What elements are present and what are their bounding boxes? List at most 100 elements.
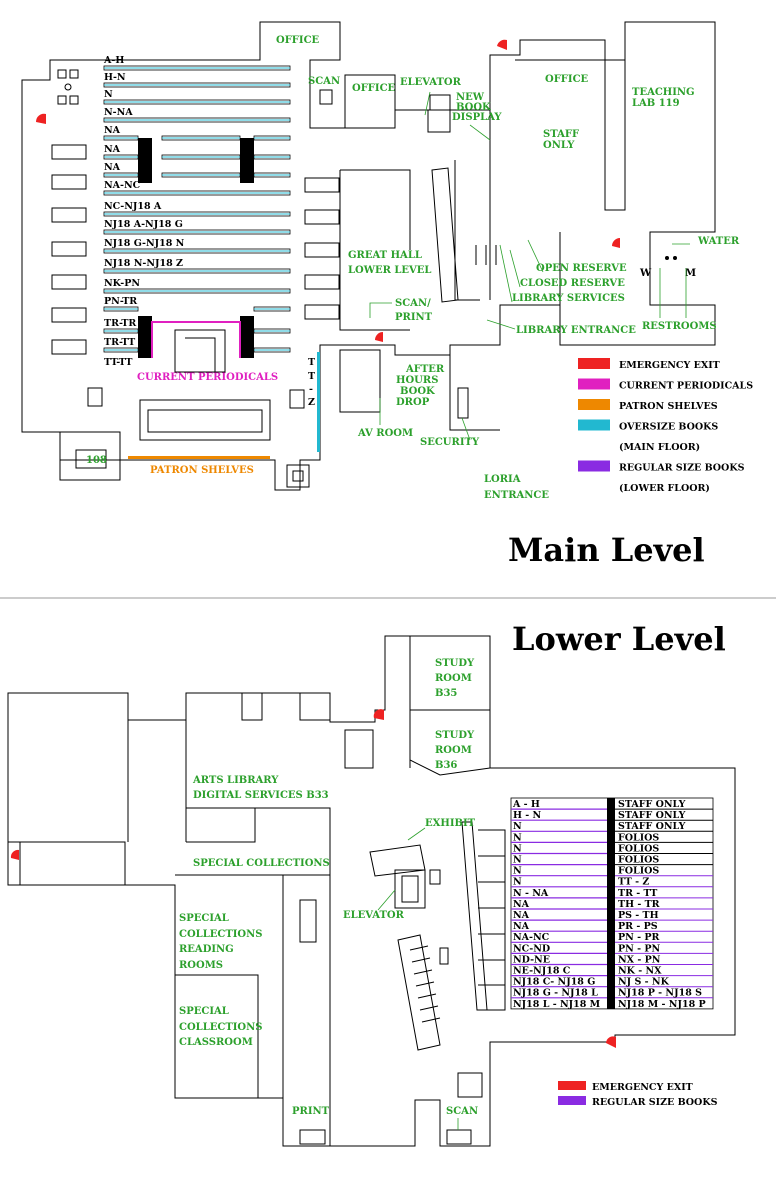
stack-label: TR-TR — [104, 318, 136, 329]
legend-label: EMERGENCY EXIT — [619, 360, 720, 371]
main-room-labels: OFFICE SCAN OFFICE ELEVATOR NEW BOOK DIS… — [86, 35, 740, 501]
main-level-title: Main Level — [508, 531, 705, 569]
main-shelves — [103, 65, 291, 353]
table-cell-left: N — [513, 832, 522, 843]
lower-leader-lines — [377, 827, 459, 1130]
label-only: ONLY — [543, 140, 575, 151]
legend-label: CURRENT PERIODICALS — [619, 381, 753, 392]
table-cell-left: N — [513, 866, 522, 877]
table-cell-left: N — [513, 855, 522, 866]
label-exhibit: EXHIBIT — [425, 818, 476, 829]
label-oversize-t2: T — [308, 371, 315, 382]
main-emergency-exits — [35, 39, 620, 342]
label-arts-library: ARTS LIBRARY — [192, 775, 279, 786]
label-office-right: OFFICE — [545, 74, 589, 85]
label-special-collections: SPECIAL COLLECTIONS — [193, 858, 330, 869]
legend-swatch — [578, 419, 610, 431]
label-scan-print-1: SCAN/ — [395, 298, 431, 309]
table-cell-right: PN - PR — [618, 932, 660, 943]
label-great-hall: GREAT HALL — [348, 250, 422, 261]
main-end-blocks — [138, 138, 254, 358]
legend-label: EMERGENCY EXIT — [592, 1082, 693, 1093]
table-cell-right: TT - Z — [618, 877, 649, 888]
label-restrooms: RESTROOMS — [642, 321, 717, 332]
label-lower-level: LOWER LEVEL — [348, 265, 431, 276]
stack-label: NA — [104, 162, 121, 173]
label-office-mid: OFFICE — [352, 83, 396, 94]
stack-label: NA — [104, 144, 121, 155]
table-cell-right: NK - NX — [618, 966, 662, 977]
table-cell-left: NE-NJ18 C — [513, 966, 571, 977]
label-open-reserve: OPEN RESERVE — [536, 263, 627, 274]
table-cell-left: NJ18 C- NJ18 G — [513, 977, 595, 988]
label-reading-3: READING — [179, 944, 234, 955]
stack-label: A-H — [103, 55, 124, 66]
table-cell-right: FOLIOS — [618, 866, 659, 877]
label-av-room: AV ROOM — [357, 428, 413, 439]
legend-swatch — [578, 399, 610, 410]
table-cell-right: PR - PS — [618, 921, 658, 932]
label-after: AFTER — [405, 364, 445, 375]
table-cell-left: ND-NE — [513, 954, 550, 965]
lower-level-title: Lower Level — [512, 620, 726, 658]
table-cell-left: NJ18 G - NJ18 L — [513, 988, 598, 999]
stack-label: H-N — [104, 72, 126, 83]
main-stairs — [431, 167, 459, 303]
label-entrance: ENTRANCE — [484, 490, 549, 501]
label-new: NEW — [456, 92, 485, 103]
stack-label: NJ18 A-NJ18 G — [104, 219, 183, 230]
table-cell-right: STAFF ONLY — [618, 821, 686, 832]
legend-label: REGULAR SIZE BOOKS — [592, 1097, 718, 1108]
legend-swatch — [578, 460, 610, 472]
table-cell-left: NA-NC — [513, 932, 550, 943]
table-cell-right: STAFF ONLY — [618, 810, 686, 821]
table-cell-left: H - N — [513, 810, 542, 821]
main-leader-lines — [369, 91, 690, 441]
stack-label: NA — [104, 125, 121, 136]
lower-stack-table: A - H STAFF ONLY H - N STAFF ONLY N STAFF ONL… — [510, 797, 714, 1010]
table-cell-right: FOLIOS — [618, 855, 659, 866]
label-classroom-1: SPECIAL — [179, 1006, 229, 1017]
lower-legend: EMERGENCY EXIT REGULAR SIZE BOOKS — [558, 1081, 718, 1108]
table-cell-left: A - H — [512, 799, 540, 810]
table-cell-right: NJ18 M - NJ18 P — [618, 999, 706, 1010]
stack-label: PN-TR — [104, 296, 137, 307]
main-elevator-box — [427, 109, 451, 133]
oversize-books-bar — [317, 352, 320, 452]
label-current-periodicals: CURRENT PERIODICALS — [137, 372, 278, 383]
table-cell-left: N — [513, 821, 522, 832]
label-study-b35-3: B35 — [435, 688, 457, 699]
table-cell-left: N — [513, 877, 522, 888]
label-lower-elevator: ELEVATOR — [343, 910, 405, 921]
table-cell-right: NX - PN — [618, 954, 661, 965]
label-display: DISPLAY — [452, 112, 502, 123]
label-lower-scan: SCAN — [446, 1106, 478, 1117]
patron-shelves-bar — [128, 456, 270, 459]
label-closed-reserve: CLOSED RESERVE — [520, 278, 625, 289]
label-loria: LORIA — [484, 474, 521, 485]
label-print: PRINT — [292, 1106, 330, 1117]
label-study-b36-1: STUDY — [435, 730, 475, 741]
label-office-top: OFFICE — [276, 35, 320, 46]
table-cell-right: STAFF ONLY — [618, 799, 686, 810]
label-study-b36-3: B36 — [435, 760, 457, 771]
table-cell-left: NA — [513, 921, 530, 932]
current-periodicals-shelf — [151, 321, 241, 358]
label-reading-2: COLLECTIONS — [179, 929, 263, 940]
label-oversize-dash: - — [309, 384, 313, 395]
label-restroom-w: W — [639, 268, 652, 279]
stack-label: NK-PN — [104, 278, 140, 289]
table-cell-right: FOLIOS — [618, 843, 659, 854]
label-water: WATER — [697, 236, 740, 247]
label-teaching: TEACHING — [632, 87, 695, 98]
legend-swatch — [578, 358, 610, 369]
stack-label: NJ18 N-NJ18 Z — [104, 258, 183, 269]
label-book-drop-2: DROP — [396, 397, 430, 408]
stack-label: N — [104, 89, 113, 100]
label-staff: STAFF — [543, 129, 579, 140]
label-digital-services: DIGITAL SERVICES B33 — [193, 790, 329, 801]
lower-room-labels: STUDY ROOM B35 STUDY ROOM B36 ARTS LIBRA… — [179, 658, 478, 1117]
label-study-b35-2: ROOM — [435, 673, 472, 684]
